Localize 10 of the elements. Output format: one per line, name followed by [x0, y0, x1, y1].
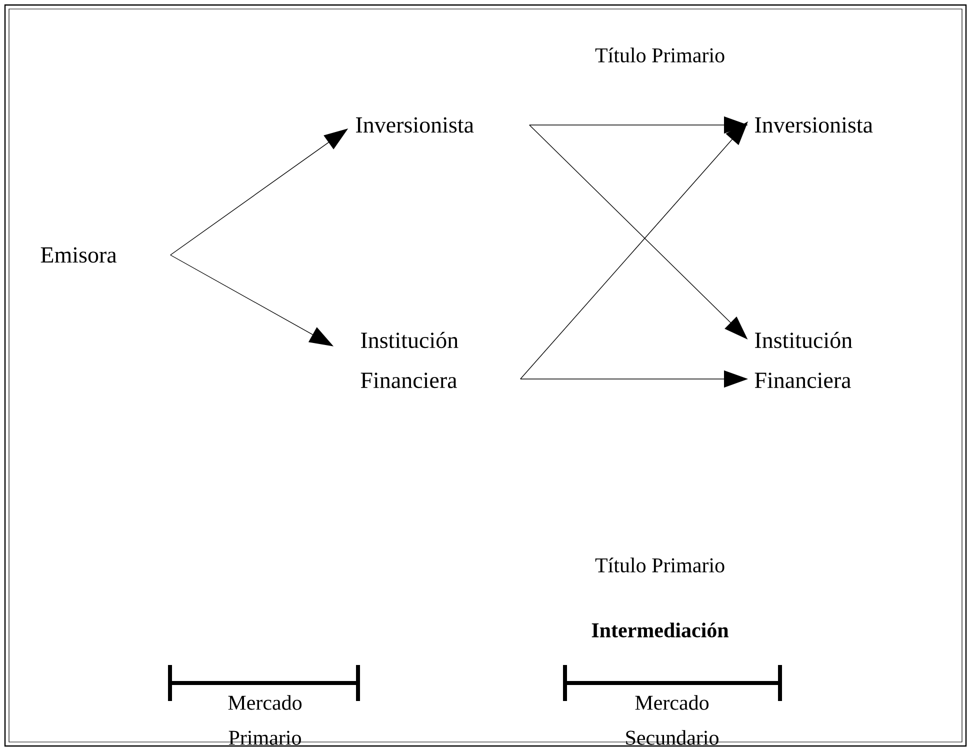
- party-label: Institución Financiera: [360, 332, 458, 388]
- text-label: Intermediación: [592, 622, 729, 638]
- text-label: Título Primario: [595, 558, 724, 572]
- text-label: Título Primario: [595, 48, 724, 62]
- party-label: Institución Financiera: [754, 332, 852, 388]
- text-label: Mercado Secundario: [626, 695, 718, 745]
- party-label: Inversionista: [356, 117, 474, 133]
- text-label: Mercado Primario: [228, 695, 302, 745]
- party-label: Inversionista: [755, 117, 873, 133]
- party-label: Emisora: [40, 247, 117, 263]
